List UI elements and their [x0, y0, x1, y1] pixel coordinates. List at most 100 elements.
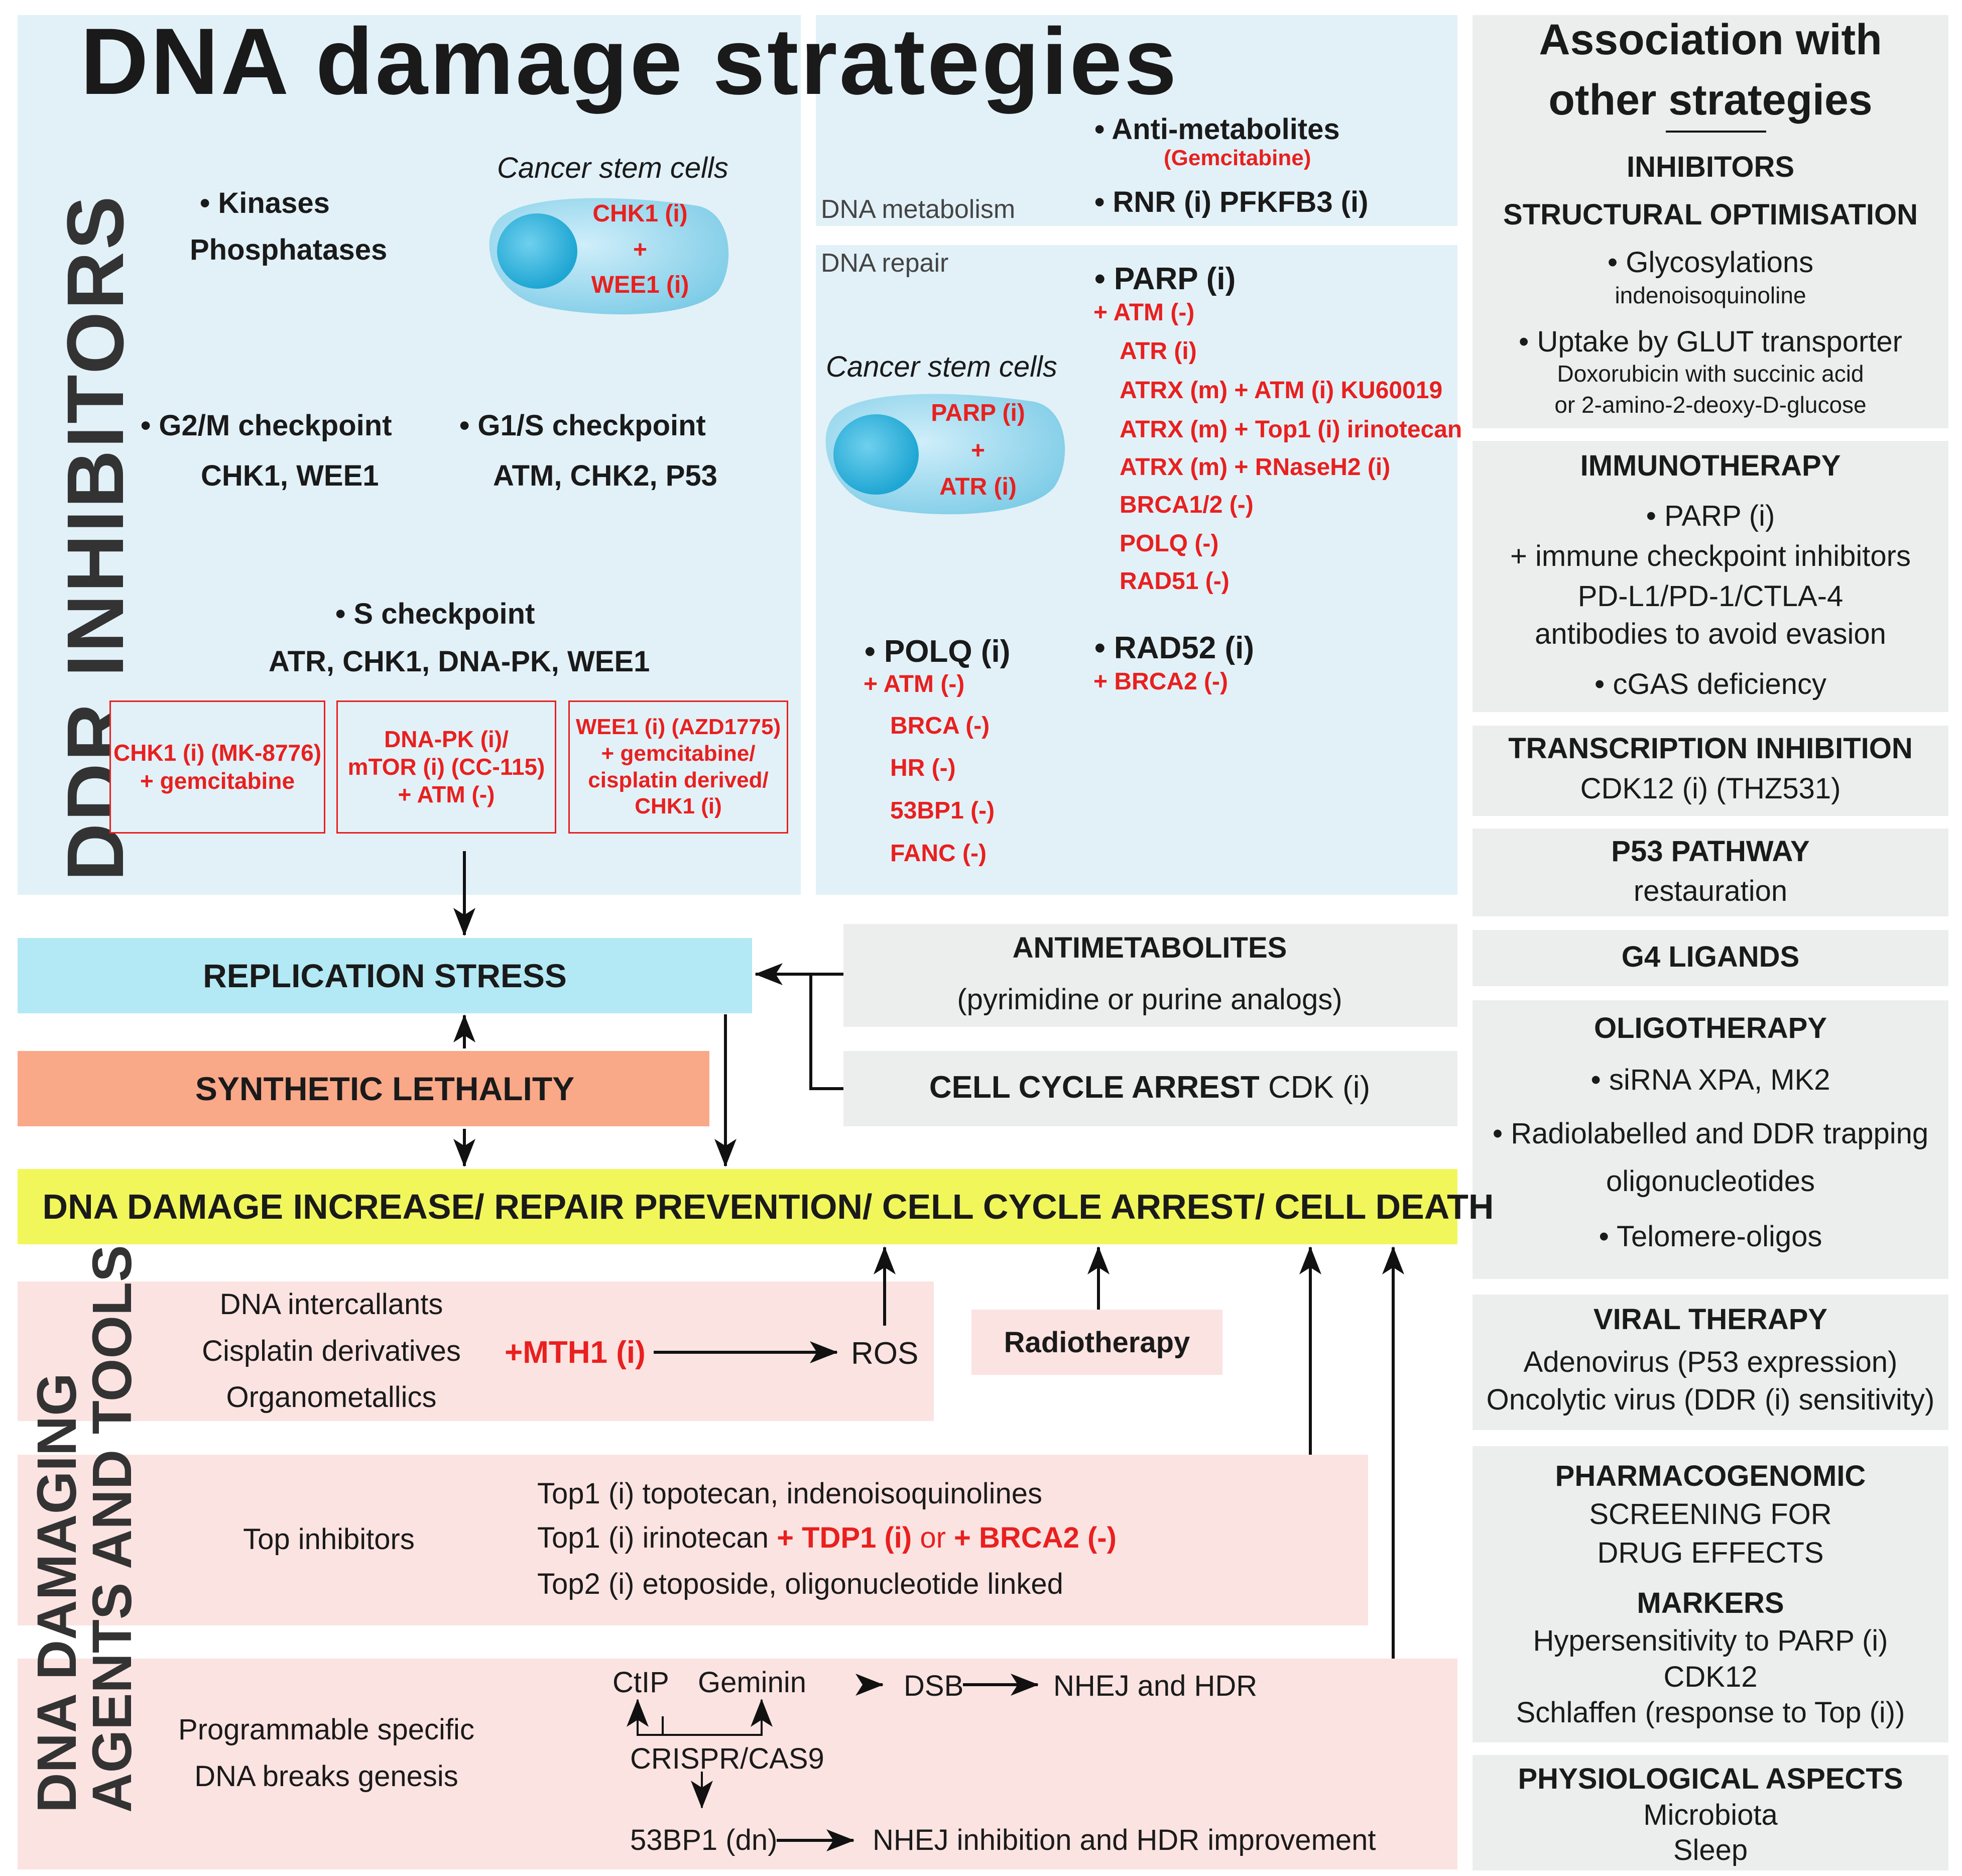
immunotherapy-line: antibodies to avoid evasion [1535, 618, 1886, 650]
pharmacogenomic-line: SCREENING FOR [1589, 1498, 1832, 1531]
markers-title: MARKERS [1637, 1587, 1784, 1619]
p53-title: P53 PATHWAY [1611, 835, 1810, 868]
glycosylations: • Glycosylations [1607, 246, 1814, 279]
top1-irinotecan-row: Top1 (i) irinotecan + TDP1 (i) or + BRCA… [537, 1521, 1117, 1555]
oligotherapy-line: oligonucleotides [1606, 1165, 1815, 1198]
combo-box-dnapk-line: + ATM (-) [398, 781, 495, 808]
csc-atr: ATR (i) [939, 474, 1017, 500]
polq-partner: + ATM (-) [864, 671, 965, 697]
page-title: DNA damage strategies [80, 9, 1179, 114]
physiological-title: PHYSIOLOGICAL ASPECTS [1518, 1763, 1903, 1795]
csc-wee1: WEE1 (i) [591, 272, 689, 298]
pharmacogenomic-line: DRUG EFFECTS [1597, 1537, 1824, 1569]
right-section-p53 [1473, 829, 1948, 916]
antimetabolites-label: ANTIMETABOLITES [1012, 931, 1287, 964]
top2-etoposide: Top2 (i) etoposide, oligonucleotide link… [537, 1568, 1063, 1600]
rnr-label: • RNR (i) PFKFB3 (i) [1094, 186, 1369, 218]
transcription-title: TRANSCRIPTION INHIBITION [1508, 732, 1913, 765]
right-section-oligotherapy [1473, 1000, 1948, 1279]
programmable-line1: Programmable specific [178, 1713, 474, 1746]
immunotherapy-line: + immune checkpoint inhibitors [1510, 540, 1911, 572]
right-section-pharmacogenomic [1473, 1446, 1948, 1742]
viral-line: Adenovirus (P53 expression) [1523, 1346, 1898, 1378]
parp-partner: ATRX (m) + Top1 (i) irinotecan [1120, 416, 1462, 443]
markers-line: Hypersensitivity to PARP (i) [1533, 1624, 1888, 1657]
radiotherapy-label: Radiotherapy [1004, 1326, 1190, 1359]
csc-parp: PARP (i) [931, 400, 1025, 426]
oligotherapy-line: • Radiolabelled and DDR trapping [1492, 1117, 1929, 1150]
brca2-label: + BRCA2 (-) [954, 1521, 1117, 1554]
csc-title-left: Cancer stem cells [497, 152, 728, 184]
parp-partner: ATRX (m) + RNaseH2 (i) [1120, 454, 1391, 481]
physiological-line: Microbiota [1643, 1799, 1778, 1831]
parp-partner: ATRX (m) + ATM (i) KU60019 [1120, 377, 1443, 404]
immunotherapy-line: PD-L1/PD-1/CTLA-4 [1577, 580, 1844, 613]
dna-repair-label: DNA repair [821, 249, 949, 278]
gemcitabine-label: (Gemcitabine) [1164, 146, 1311, 170]
s-checkpoint: • S checkpoint [335, 598, 535, 630]
replication-stress-label: REPLICATION STRESS [203, 957, 567, 994]
top-inhibitors-box [18, 1455, 1368, 1625]
phosphatases-label: Phosphatases [190, 233, 388, 266]
combo-box-wee1-line: + gemcitabine/ [601, 741, 756, 766]
immunotherapy-line: • PARP (i) [1646, 500, 1775, 532]
right-section-viral [1473, 1295, 1948, 1430]
csc-chk1: CHK1 (i) [592, 200, 688, 227]
cell-cycle-arrest-box [843, 1051, 1457, 1126]
mth1-label: +MTH1 (i) [505, 1335, 646, 1370]
right-section-inhibitors [1473, 15, 1948, 428]
dna-metabolism-panel [816, 15, 1457, 226]
viral-line: Oncolytic virus (DDR (i) sensitivity) [1486, 1383, 1935, 1416]
cell-cycle-arrest-sub: CDK (i) [1259, 1070, 1371, 1105]
top1-topotecan: Top1 (i) topotecan, indenoisoquinolines [537, 1477, 1043, 1510]
agents-label-line2: AGENTS AND TOOLS [81, 1245, 143, 1813]
right-section-transcription [1473, 726, 1948, 816]
parp-partner: ATR (i) [1120, 338, 1197, 365]
radiotherapy-box [971, 1310, 1222, 1375]
dna-repair-panel [816, 245, 1457, 895]
nhej-hdr-label: NHEJ and HDR [1053, 1670, 1258, 1702]
combo-box-chk1-line: CHK1 (i) (MK-8776) [113, 740, 322, 766]
g4-title: G4 LIGANDS [1621, 941, 1800, 973]
g1s-checkpoint: • G1/S checkpoint [459, 409, 706, 442]
combo-box-chk1: CHK1 (i) (MK-8776) + gemcitabine [109, 700, 325, 834]
53bp1-label: 53BP1 (dn) [630, 1824, 778, 1856]
structural-title: STRUCTURAL OPTIMISATION [1503, 198, 1918, 231]
p53-line: restauration [1633, 875, 1788, 907]
parp-label: • PARP (i) [1094, 262, 1236, 296]
dna-metabolism-label: DNA metabolism [821, 195, 1016, 224]
or-label: or [912, 1521, 954, 1554]
csc-plus-left: + [633, 237, 648, 263]
markers-line: Schlaffen (response to Top (i)) [1516, 1696, 1905, 1729]
replication-stress-box [18, 938, 752, 1013]
uptake-glut: • Uptake by GLUT transporter [1519, 325, 1902, 358]
csc-plus-middle: + [970, 437, 986, 464]
outcome-label: DNA DAMAGE INCREASE/ REPAIR PREVENTION/ … [42, 1187, 1494, 1226]
g1s-targets: ATM, CHK2, P53 [493, 459, 717, 492]
combo-box-dnapk: DNA-PK (i)/ mTOR (i) (CC-115) + ATM (-) [336, 700, 556, 834]
combo-box-wee1-line: WEE1 (i) (AZD1775) [575, 714, 781, 739]
tdp1-label: + TDP1 (i) [777, 1521, 912, 1554]
cancer-stem-cell-middle [825, 394, 1065, 515]
antimetabolites-sub: (pyrimidine or purine analogs) [957, 983, 1342, 1016]
parp-partner: RAD51 (-) [1120, 568, 1230, 595]
programmable-breaks-box [18, 1659, 1457, 1869]
combo-box-wee1: WEE1 (i) (AZD1775) + gemcitabine/ cispla… [568, 700, 788, 834]
cell-cycle-arrest-label: CELL CYCLE ARREST [929, 1070, 1260, 1105]
viral-title: VIRAL THERAPY [1593, 1303, 1828, 1336]
g2m-targets: CHK1, WEE1 [201, 459, 379, 492]
ctip-label: CtIP [612, 1666, 669, 1699]
combo-box-wee1-line: cisplatin derived/ [588, 767, 769, 792]
doxorubicin: Doxorubicin with succinic acid [1557, 361, 1864, 387]
synthetic-lethality-box [18, 1051, 709, 1126]
top1-irinotecan-text: Top1 (i) irinotecan [537, 1521, 777, 1554]
transcription-line: CDK12 (i) (THZ531) [1580, 772, 1841, 805]
kinases-label: • Kinases [200, 187, 330, 219]
amino-deoxy-glucose: or 2-amino-2-deoxy-D-glucose [1554, 392, 1867, 418]
s-targets: ATR, CHK1, DNA-PK, WEE1 [269, 645, 650, 678]
right-section-g4 [1473, 930, 1948, 986]
geminin-label: Geminin [698, 1666, 806, 1699]
cell-cycle-arrest-row: CELL CYCLE ARREST CDK (i) [929, 1070, 1370, 1105]
polq-partner: 53BP1 (-) [890, 797, 995, 824]
